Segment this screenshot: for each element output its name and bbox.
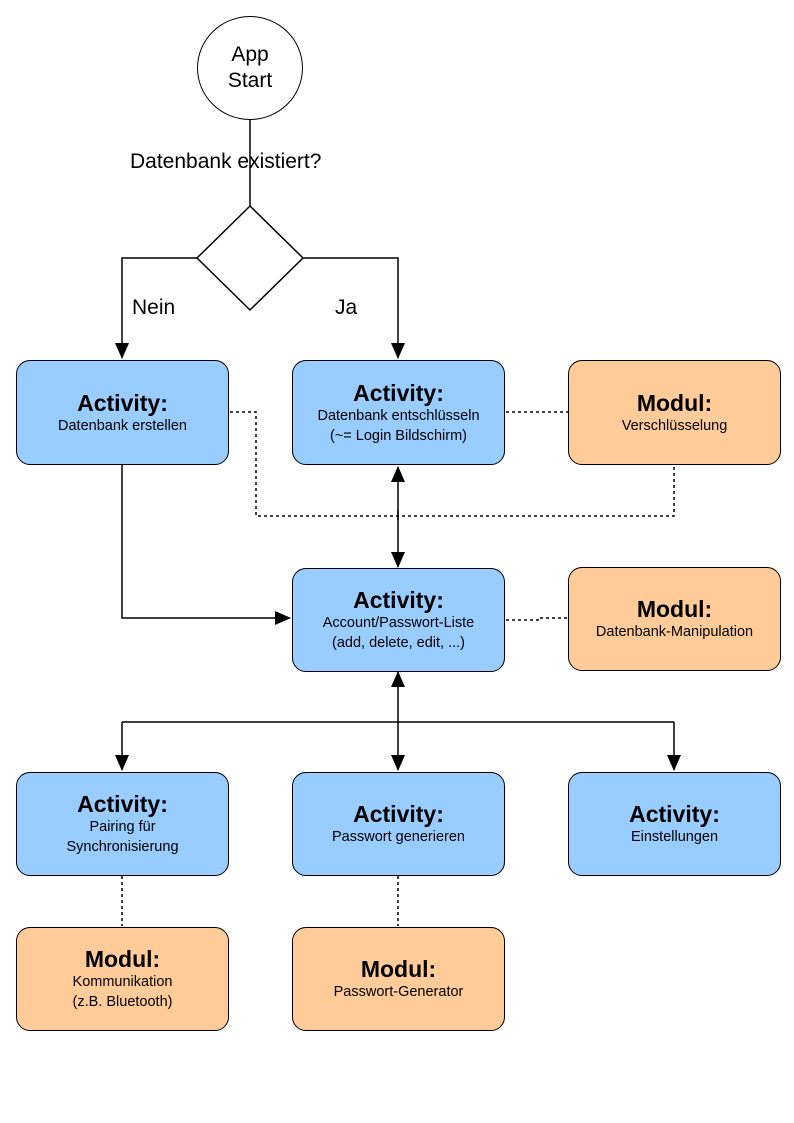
activity-decrypt-database: Activity: Datenbank entschlüsseln (~= Lo… — [292, 360, 505, 465]
app-start-line1: App — [231, 43, 269, 66]
module-title: Modul: — [636, 389, 713, 416]
create-encryption-dotted — [230, 411, 675, 517]
activity-title: Activity: — [353, 587, 444, 613]
list-dbmanip-dotted — [506, 617, 568, 621]
activity-title: Activity: — [77, 389, 168, 416]
activity-desc-2: (~= Login Bildschirm) — [330, 427, 467, 444]
app-start-node: App Start — [197, 16, 303, 120]
module-desc: Verschlüsselung — [621, 417, 728, 434]
decision-question: Datenbank existiert? — [130, 150, 322, 173]
activity-account-list: Activity: Account/Passwort-Liste (add, d… — [292, 568, 505, 672]
module-desc: Passwort-Generator — [333, 984, 464, 1000]
app-start-line2: Start — [227, 69, 273, 92]
module-desc-2: (z.B. Bluetooth) — [72, 994, 173, 1010]
module-encryption: Modul: Verschlüsselung — [568, 360, 781, 465]
module-title: Modul: — [360, 956, 437, 982]
module-database-manipulation: Modul: Datenbank-Manipulation — [568, 567, 781, 671]
activity-desc: Passwort generieren — [332, 829, 465, 845]
yes-branch-line — [303, 257, 405, 359]
module-desc: Kommunikation — [72, 974, 173, 990]
activity-desc: Datenbank erstellen — [58, 417, 187, 434]
no-label: Nein — [132, 296, 176, 319]
activity-title: Activity: — [353, 801, 444, 827]
activity-desc: Einstellungen — [630, 829, 719, 845]
activity-desc: Pairing für — [89, 819, 156, 835]
yes-label: Ja — [335, 296, 358, 319]
no-branch-line — [115, 257, 197, 359]
module-title: Modul: — [84, 946, 161, 972]
activity-title: Activity: — [353, 379, 444, 406]
create-to-list-line — [121, 465, 291, 625]
module-communication: Modul: Kommunikation (z.B. Bluetooth) — [16, 927, 229, 1031]
activity-desc: Account/Passwort-Liste — [322, 615, 475, 631]
module-desc: Datenbank-Manipulation — [595, 624, 754, 640]
activity-settings: Activity: Einstellungen — [568, 772, 781, 876]
activity-generate-password: Activity: Passwort generieren — [292, 772, 505, 876]
activity-create-database: Activity: Datenbank erstellen — [16, 360, 229, 465]
module-title: Modul: — [636, 596, 713, 622]
activity-desc-2: Synchronisierung — [66, 839, 179, 855]
decision-diamond — [195, 204, 305, 312]
activity-title: Activity: — [77, 791, 168, 817]
activity-desc-2: (add, delete, edit, ...) — [332, 635, 465, 651]
activity-title: Activity: — [629, 801, 720, 827]
module-password-generator: Modul: Passwort-Generator — [292, 927, 505, 1031]
activity-pairing: Activity: Pairing für Synchronisierung — [16, 772, 229, 876]
activity-desc: Datenbank entschlüsseln — [317, 407, 480, 424]
